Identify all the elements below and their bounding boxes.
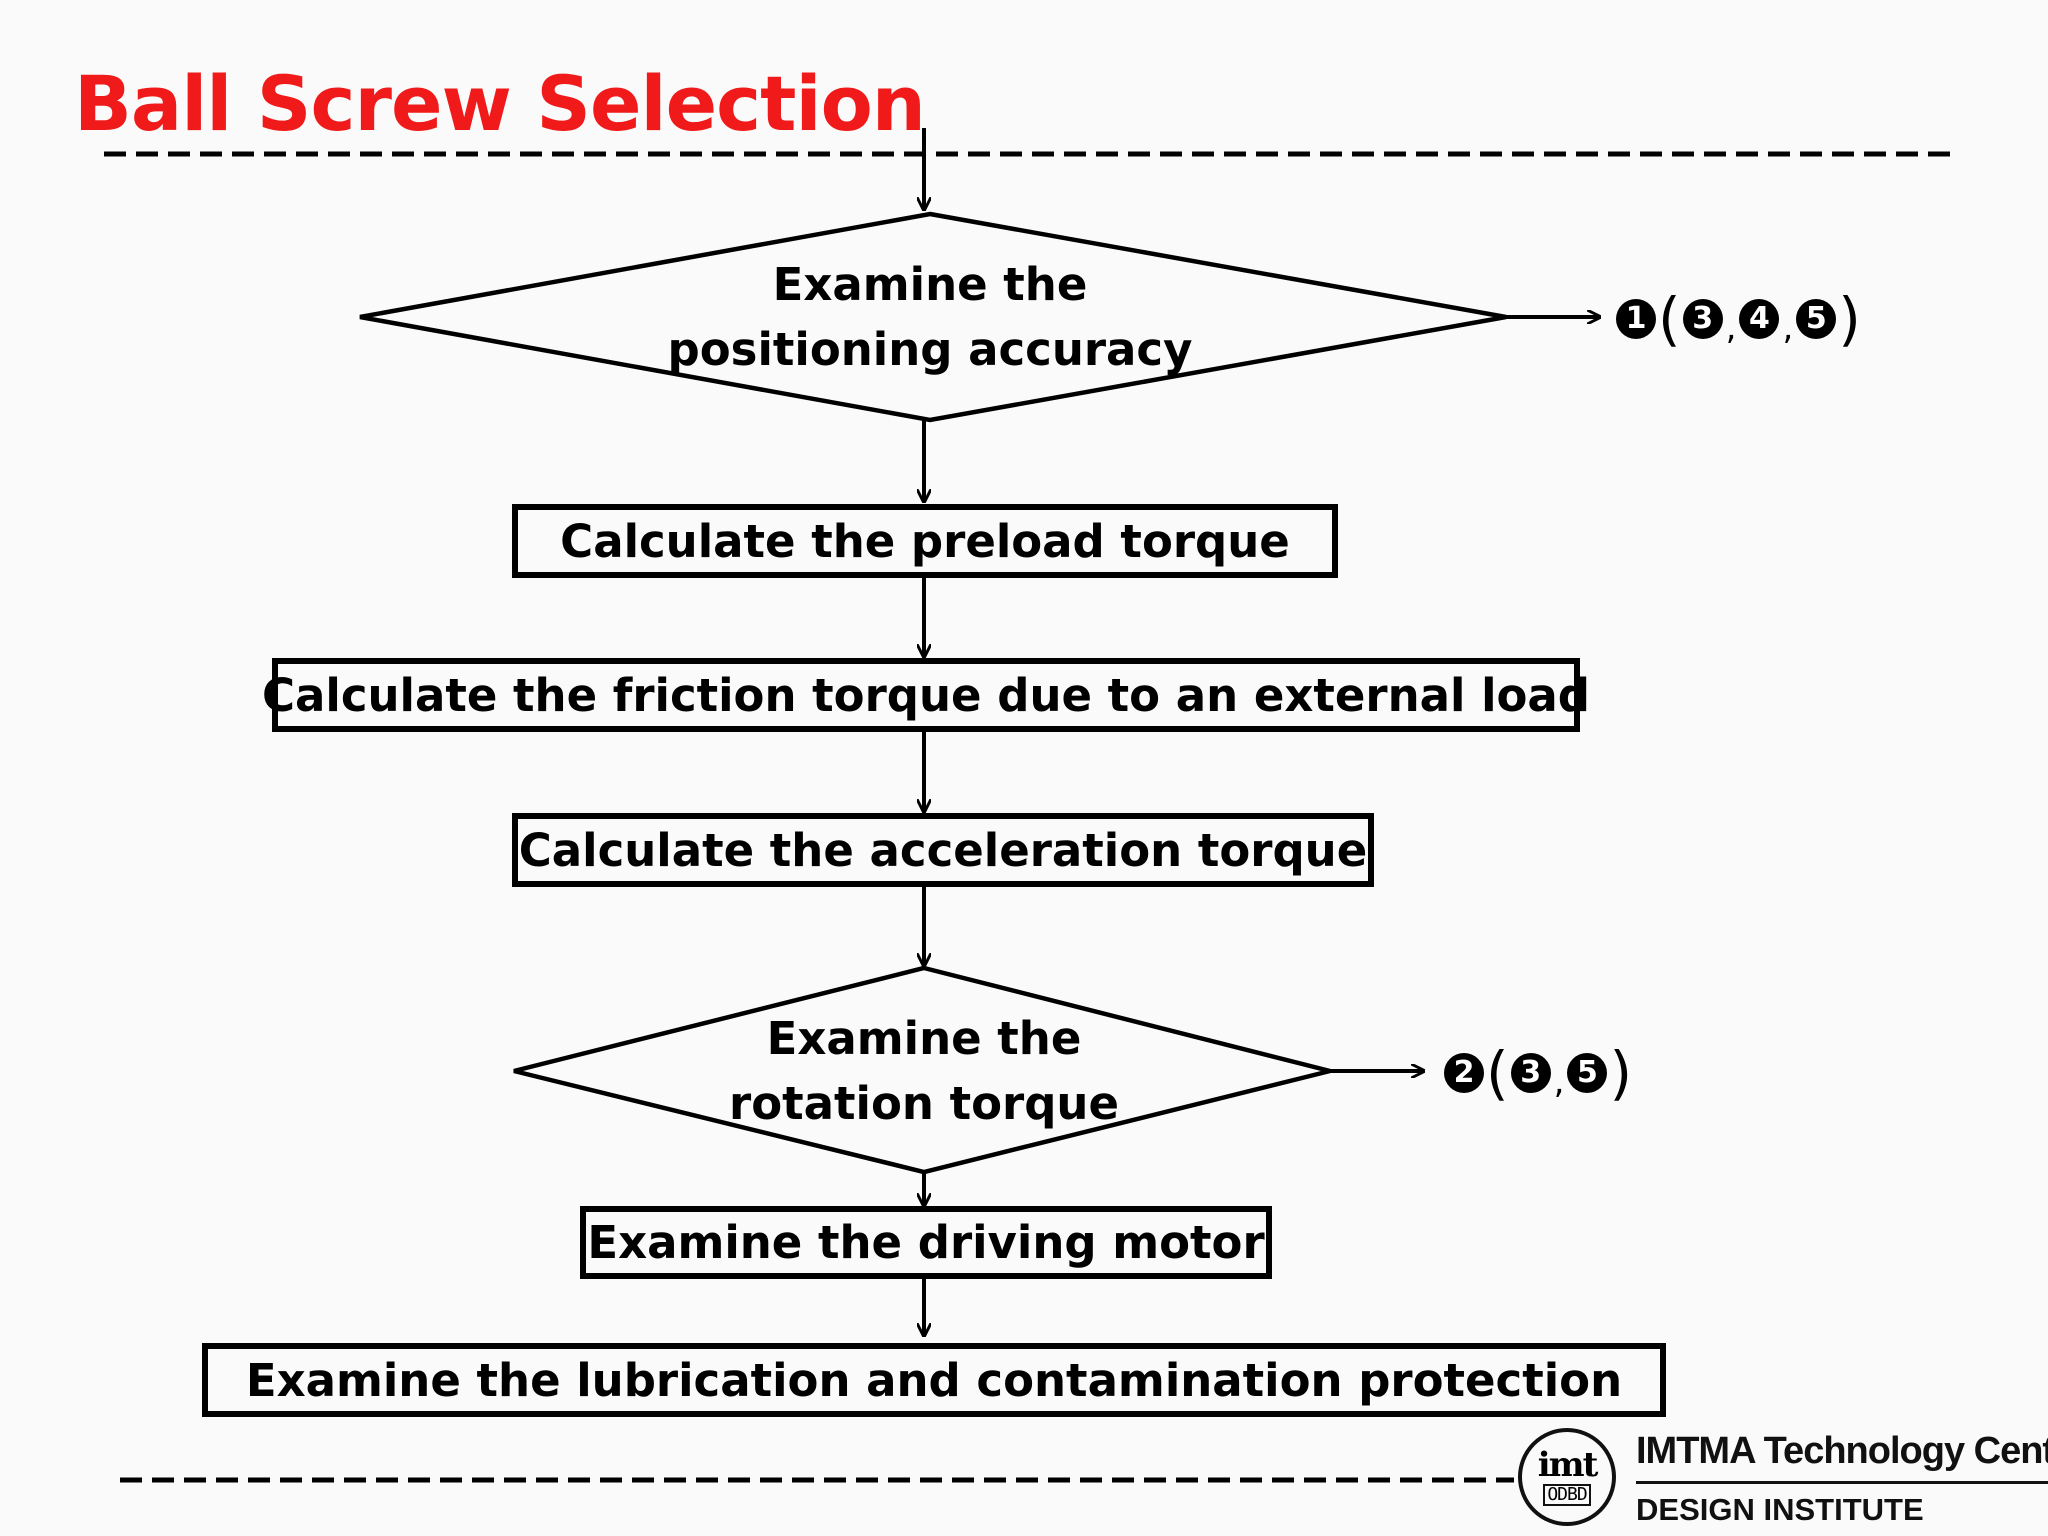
ref-comma: , (1553, 1062, 1565, 1102)
org-subtitle: DESIGN INSTITUTE (1636, 1492, 1924, 1527)
ref-open-paren: ( (1486, 1039, 1509, 1107)
step-driving-motor: Examine the driving motor (580, 1206, 1272, 1279)
ref-item: 5 (1567, 1053, 1608, 1093)
decision1-text: Examine the positioning accuracy (640, 252, 1220, 383)
ref-open-paren: ( (1658, 285, 1681, 353)
ref-main-1: 1 (1616, 299, 1656, 339)
decision2-line2: rotation torque (729, 1077, 1119, 1131)
decision1-line1: Examine the (772, 258, 1088, 311)
ref-main-2: 2 (1444, 1053, 1484, 1093)
ref-item: 5 (1796, 299, 1837, 339)
decision1-refs: 1 ( 3 , 4 , 5 ) (1616, 290, 1863, 348)
step-preload-torque: Calculate the preload torque (512, 504, 1338, 578)
decision1-line2: positioning accuracy (667, 323, 1193, 377)
ref-item: 3 (1682, 299, 1723, 339)
ref-item: 4 (1739, 299, 1780, 339)
decision2-text: Examine the rotation torque (644, 1006, 1204, 1137)
org-divider (1636, 1481, 2048, 1484)
decision2-refs: 2 ( 3 , 5 ) (1444, 1044, 1634, 1102)
org-name: IMTMA Technology Centre (1636, 1430, 2048, 1472)
decision1-diamond (359, 211, 1507, 423)
decision2-line1: Examine the (766, 1012, 1082, 1065)
logo-mark-bottom: ODBD (1543, 1484, 1591, 1506)
ref-close-paren: ) (1609, 1039, 1633, 1107)
ref-comma: , (1725, 308, 1737, 348)
logo-mark-top: imt (1537, 1445, 1599, 1485)
step-friction-torque: Calculate the friction torque due to an … (262, 658, 1590, 732)
slide-title: Ball Screw Selection (74, 59, 926, 148)
ref-comma: , (1782, 308, 1794, 348)
imtma-logo: imt ODBD (1518, 1428, 1616, 1526)
ref-close-paren: ) (1838, 285, 1861, 353)
ref-item: 3 (1510, 1053, 1551, 1093)
decision2-diamond (513, 965, 1331, 1175)
step-acceleration-torque: Calculate the acceleration torque (512, 813, 1374, 887)
step-lubrication-protection: Examine the lubrication and contaminatio… (202, 1343, 1666, 1417)
